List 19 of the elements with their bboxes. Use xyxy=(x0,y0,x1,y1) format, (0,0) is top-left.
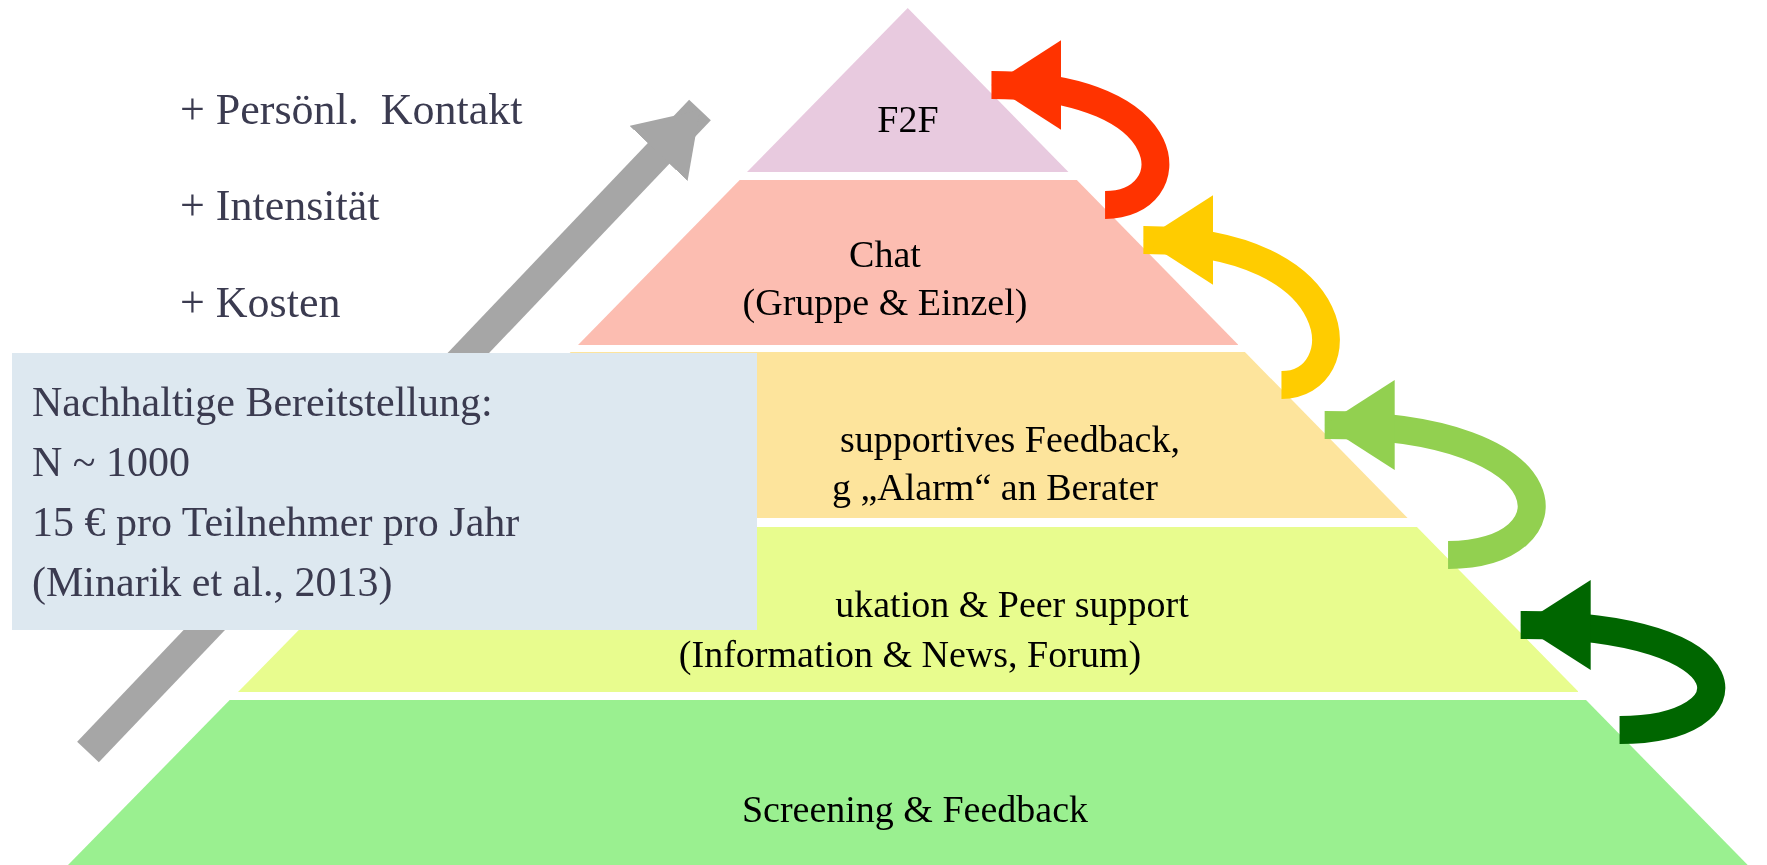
scale-label: + Kosten xyxy=(180,281,341,325)
scale-label: + Intensität xyxy=(180,184,380,228)
layer-label: ukation & Peer support xyxy=(835,585,1189,623)
layer-label: (Gruppe & Einzel) xyxy=(742,283,1028,321)
info-text: Nachhaltige Bereitstellung: xyxy=(32,377,494,427)
info-text: N ~ 1000 xyxy=(32,437,192,487)
curved-arrow xyxy=(1520,582,1725,744)
curved-arrow xyxy=(990,43,1169,219)
layer-label: Screening & Feedback xyxy=(741,790,1089,828)
layer-label: Chat xyxy=(849,235,921,273)
layer-label: supportives Feedback, xyxy=(840,420,1180,458)
layer-label: g „Alarm“ an Berater xyxy=(832,468,1158,506)
info-box xyxy=(12,353,757,630)
scale-label: + Persönl. Kontakt xyxy=(180,88,523,132)
info-text: 15 € pro Teilnehmer pro Jahr xyxy=(32,497,521,547)
layer-label: (Information & News, Forum) xyxy=(678,635,1142,673)
layer-label: F2F xyxy=(877,100,939,138)
curved-arrow xyxy=(1324,383,1546,569)
info-text: (Minarik et al., 2013) xyxy=(32,557,394,607)
